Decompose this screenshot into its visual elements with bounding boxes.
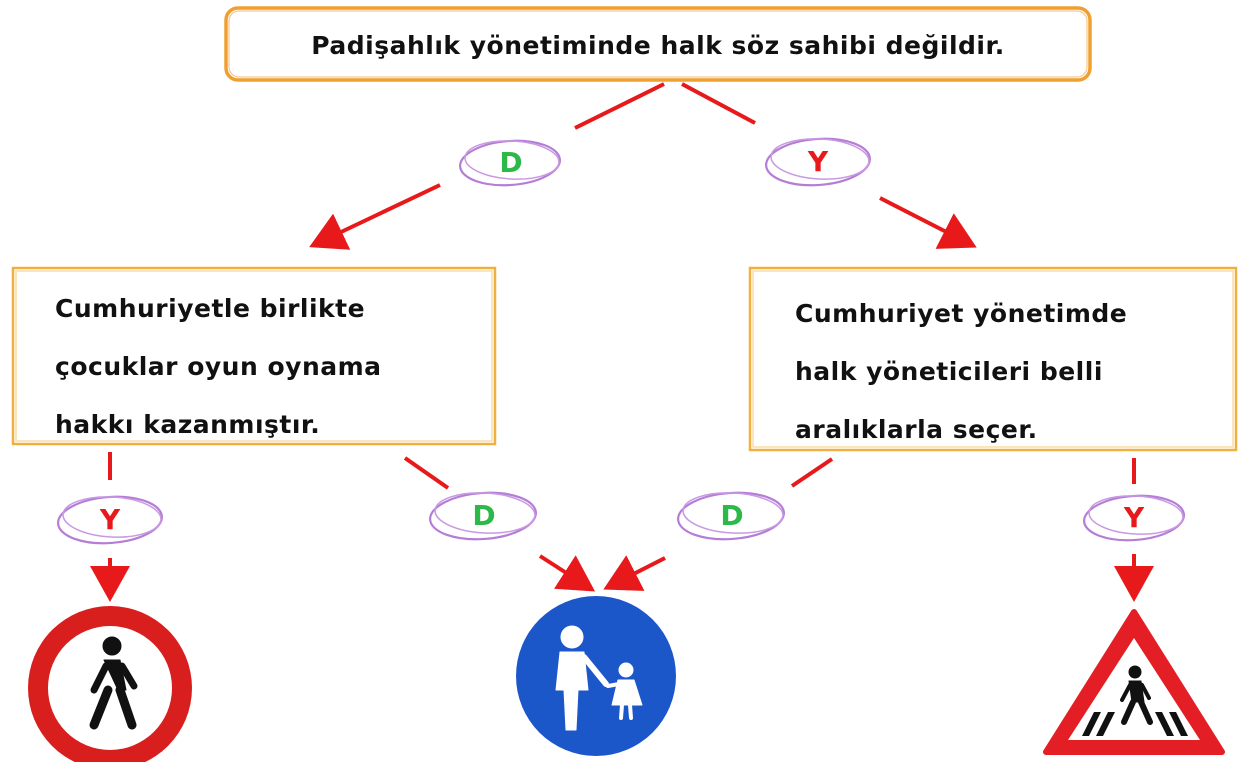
top-statement-box — [224, 6, 1092, 82]
left-statement-box — [11, 266, 497, 446]
top-right-arrow — [681, 82, 977, 249]
pedestrian-crossing-warning-sign-icon — [1043, 609, 1225, 755]
badge-letter: D — [499, 146, 522, 179]
badge-letter: D — [472, 499, 495, 532]
right-statement-line: Cumhuriyet yönetimde — [795, 299, 1128, 328]
pedestrian-path-sign-icon — [512, 592, 680, 760]
top-left-arrow — [309, 82, 665, 250]
badge-letter: D — [720, 499, 743, 532]
no-pedestrians-sign-icon — [28, 606, 192, 762]
right-diagonal-arrow — [603, 457, 834, 591]
badge-letter: Y — [1123, 501, 1145, 534]
right-statement-line: aralıklarla seçer. — [795, 415, 1038, 444]
badge-letter: Y — [807, 145, 829, 178]
left-statement-line: Cumhuriyetle birlikte — [55, 294, 366, 323]
badge-bottom-left-y: Y — [57, 495, 163, 545]
badge-top-right-y: Y — [765, 137, 871, 187]
right-statement-box — [748, 266, 1238, 452]
badge-bottom-right-d: D — [677, 491, 785, 541]
left-statement-line: çocuklar oyun oynama — [55, 352, 382, 381]
right-statement-line: halk yöneticileri belli — [795, 357, 1103, 386]
badge-bottom-left-d: D — [429, 491, 537, 541]
left-statement-line: hakkı kazanmıştır. — [55, 410, 321, 439]
badge-bottom-right-y: Y — [1082, 494, 1186, 542]
left-statement-text: Cumhuriyetle birlikte çocuklar oyun oyna… — [55, 280, 485, 454]
badge-top-left-d: D — [458, 139, 562, 187]
right-statement-text: Cumhuriyet yönetimde halk yöneticileri b… — [795, 285, 1235, 459]
badge-letter: Y — [99, 503, 121, 536]
left-diagonal-arrow — [403, 456, 596, 592]
top-statement-text: Padişahlık yönetiminde halk söz sahibi d… — [311, 30, 1005, 60]
